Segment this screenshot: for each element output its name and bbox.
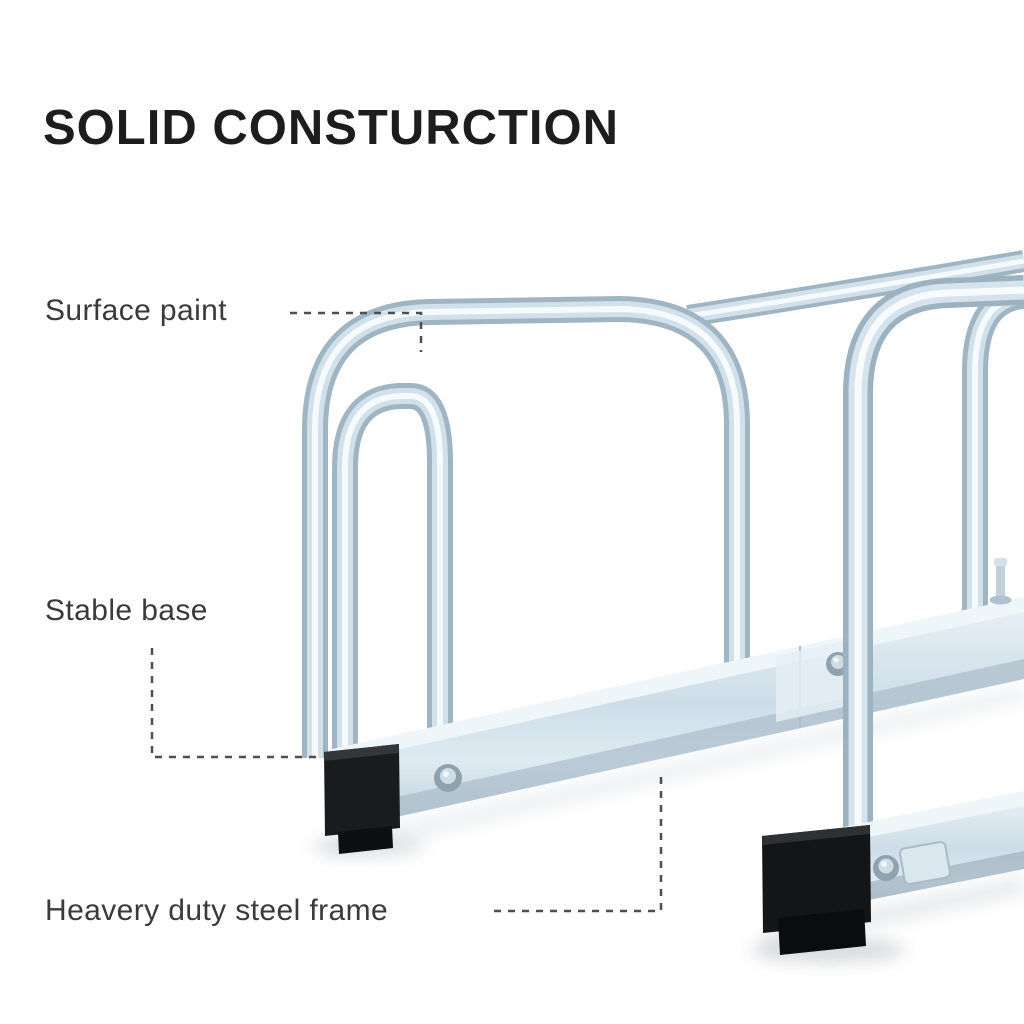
rail-pin-bolt <box>989 558 1012 605</box>
rail-end-cap-near <box>762 825 871 955</box>
rail-bracket <box>899 841 951 885</box>
front-short-hoop <box>332 383 453 752</box>
callout-line-surface-paint <box>290 311 423 352</box>
rail-bolt-near <box>873 855 899 881</box>
rubber-foot-near <box>778 909 866 955</box>
rail-end-cap-front <box>324 744 400 854</box>
headline: SOLID CONSTURCTION <box>43 101 620 155</box>
annotation-heavy-duty-steel-frame: Heavery duty steel frame <box>45 894 389 927</box>
near-tall-hoop <box>843 275 1024 842</box>
annotation-stable-base: Stable base <box>45 594 208 627</box>
rail-bolt-front <box>434 764 462 792</box>
annotation-surface-paint: Surface paint <box>45 294 227 327</box>
rubber-foot-front <box>338 826 393 854</box>
callout-line-stable-base <box>150 648 321 759</box>
front-tall-hoop <box>302 295 750 758</box>
top-rail-tube <box>686 250 1024 327</box>
